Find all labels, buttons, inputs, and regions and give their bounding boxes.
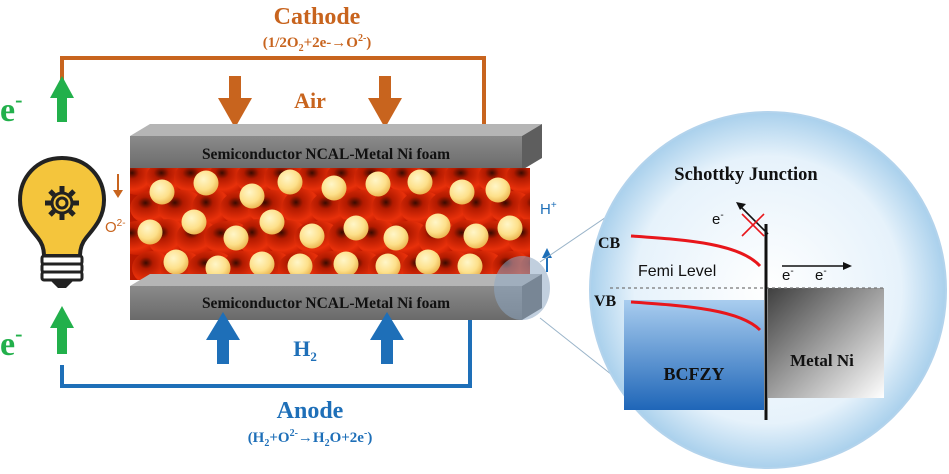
cathode-reaction: (1/2O2+2e-→O2-) [263,33,372,54]
yellow-particle [259,209,285,235]
yellow-particle [163,249,189,275]
electron-label-top: e- [0,87,22,129]
red-particle [282,189,322,227]
metal-ni-label: Metal Ni [790,351,854,370]
yellow-particle [463,223,489,249]
h2-arrow-right [370,312,404,364]
fermi-level-label: Femi Level [638,263,716,280]
cb-label: CB [598,235,621,252]
red-particle [518,192,530,224]
electron-flow-arrow [782,262,852,270]
flow-electron-1: e- [782,266,794,284]
yellow-particle [287,253,313,279]
yellow-particle [205,255,231,280]
yellow-particle [249,251,275,277]
yellow-particle [321,175,347,201]
anode-title: Anode [277,398,344,424]
yellow-particle [239,183,265,209]
schottky-junction-panel: Schottky Junction CB VB Femi Level e- e-… [589,111,947,469]
electron-label-bottom: e- [0,321,22,363]
metal-block [768,288,884,398]
vb-band [630,300,762,332]
yellow-particle [223,225,249,251]
yellow-particle [407,169,433,195]
air-label: Air [294,88,326,113]
lightbulb-icon [17,155,107,288]
gear-icon [45,186,79,220]
yellow-particle [457,253,483,279]
yellow-particle [375,253,401,279]
air-arrow-left [218,76,252,128]
yellow-particle [497,215,523,241]
o2-label: O2- [105,218,126,236]
cb-band [630,234,762,268]
electrolyte-particles [130,168,530,280]
yellow-particle [343,215,369,241]
junction-title: Schottky Junction [674,165,818,185]
red-particle [338,190,386,226]
yellow-particle [149,179,175,205]
h2-arrow-left [206,312,240,364]
red-particle [506,168,530,195]
o2-arrow [113,174,123,198]
bcfzy-block [624,300,764,410]
bottom-plate: Semiconductor NCAL-Metal Ni foam [130,274,542,320]
vb-label: VB [594,293,617,310]
yellow-particle [277,169,303,195]
anode-reaction: (H2+O2-→H2O+2e-) [248,428,373,449]
yellow-particle [137,219,163,245]
yellow-particle [299,223,325,249]
electron-arrow-bottom [50,306,74,354]
yellow-particle [365,171,391,197]
electron-arrow-top [50,76,74,122]
h2-label: H2 [293,336,317,364]
yellow-particle [333,251,359,277]
anode-circuit [60,316,472,388]
top-plate: Semiconductor NCAL-Metal Ni foam [130,124,542,170]
yellow-particle [181,209,207,235]
yellow-particle [449,179,475,205]
yellow-particle [193,170,219,196]
yellow-particle [425,213,451,239]
bottom-plate-label: Semiconductor NCAL-Metal Ni foam [202,295,450,312]
yellow-particle [485,177,511,203]
flow-electron-2: e- [815,266,827,284]
yellow-particle [415,249,441,275]
cathode-circuit [60,56,486,128]
blocked-electron-label: e- [712,210,724,228]
air-arrow-right [368,76,402,128]
hplus-label: H+ [540,200,557,218]
yellow-particle [383,225,409,251]
cathode-title: Cathode [274,4,361,30]
blocked-electron-arrow [736,202,769,237]
red-particle [372,189,412,227]
top-plate-label: Semiconductor NCAL-Metal Ni foam [202,146,450,163]
bcfzy-label: BCFZY [663,364,724,384]
